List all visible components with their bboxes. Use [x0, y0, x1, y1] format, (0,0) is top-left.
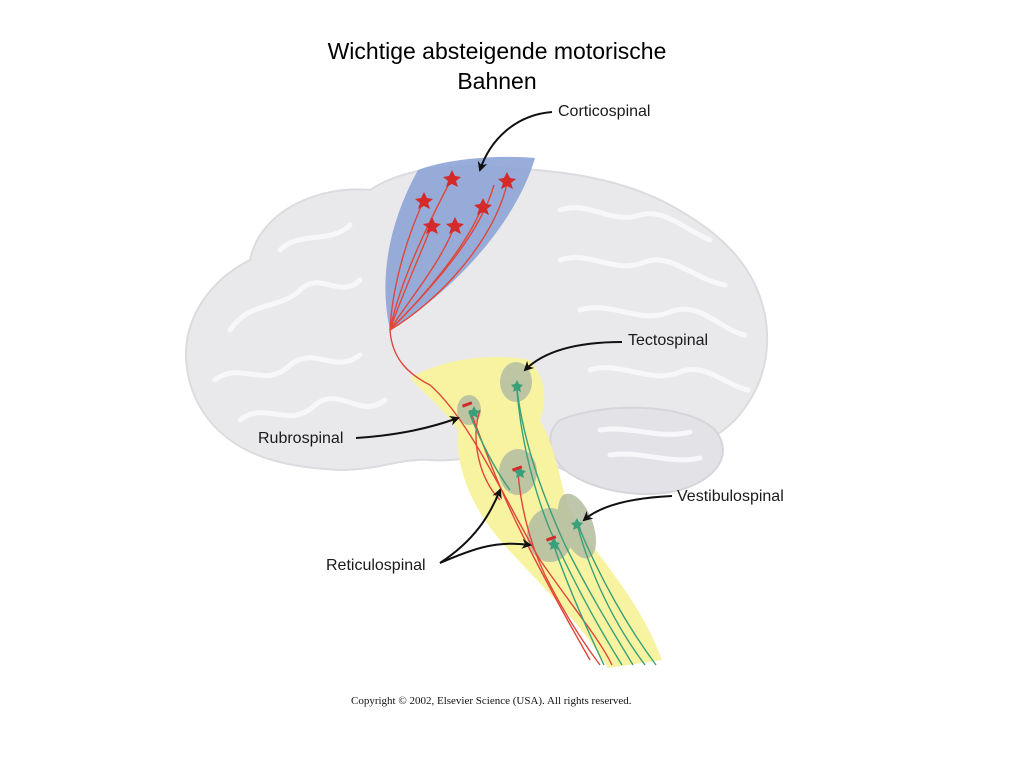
neuron-star	[474, 198, 492, 215]
label-reticulospinal: Reticulospinal	[326, 557, 426, 574]
tectospinal-arrow	[523, 341, 623, 372]
synapse-mark	[461, 401, 473, 408]
title-line-1: Wichtige absteigende motorische	[327, 38, 667, 64]
brainstem-descending-tracts	[468, 389, 657, 666]
red-nucleus	[457, 395, 481, 425]
reticulospinal-arrow-upper	[439, 488, 502, 564]
neuron-star	[443, 170, 461, 187]
neuron-star	[571, 518, 583, 530]
neuron-star	[415, 192, 433, 209]
neuron-star	[468, 406, 480, 418]
neuron-star	[514, 466, 526, 478]
cerebellum	[549, 406, 724, 495]
slide-title: Wichtige absteigende motorische Bahnen	[262, 36, 732, 96]
vestibulospinal-arrow	[582, 495, 673, 522]
corticospinal-arrow	[477, 111, 553, 172]
synapse-mark	[545, 535, 557, 542]
upper-motor-neurons	[415, 170, 516, 234]
neuron-star	[446, 217, 464, 234]
neuron-star	[423, 217, 441, 234]
label-rubrospinal: Rubrospinal	[258, 430, 344, 447]
reticulospinal-arrow-lower	[439, 538, 532, 564]
label-tectospinal: Tectospinal	[628, 332, 709, 349]
brain-gyri-texture	[212, 205, 751, 463]
label-corticospinal: Corticospinal	[558, 103, 651, 120]
neuron-star	[498, 172, 516, 189]
rubrospinal-arrow	[355, 415, 460, 439]
brainstem	[410, 356, 662, 668]
synapse-mark	[511, 465, 523, 472]
neuron-star	[511, 380, 523, 392]
neuron-star	[548, 538, 560, 550]
title-line-2: Bahnen	[457, 68, 537, 94]
label-vestibulospinal: Vestibulospinal	[677, 488, 784, 505]
copyright-notice: Copyright © 2002, Elsevier Science (USA)…	[351, 695, 632, 707]
label-arrows	[355, 111, 673, 564]
nucleus-neurons	[461, 380, 583, 550]
